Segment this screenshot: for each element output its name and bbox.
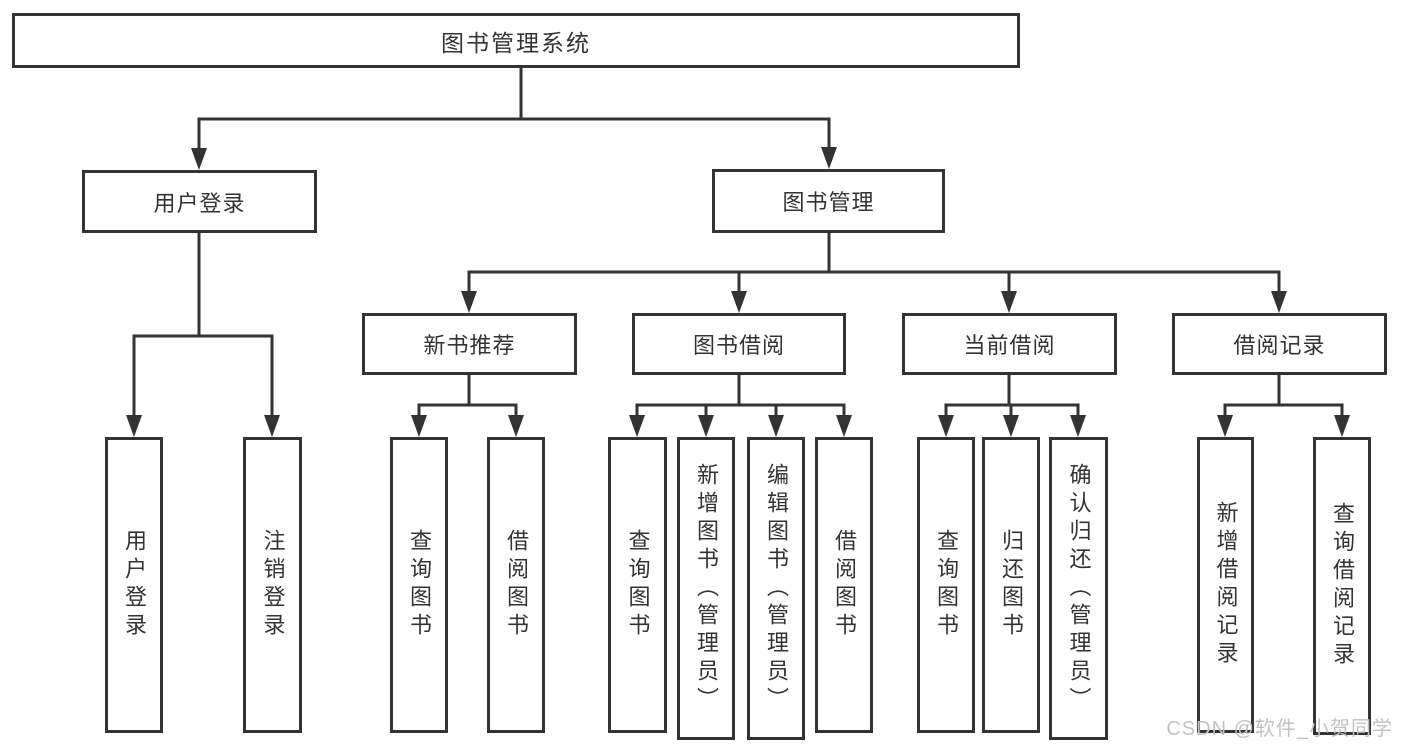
- node-current-borrowing: 当前借阅: [902, 313, 1117, 375]
- node-book-management: 图书管理: [712, 169, 945, 233]
- node-label: 查询图书: [934, 529, 959, 641]
- leaf-confirm-return-admin: 确认归还（管理员）: [1049, 437, 1108, 740]
- node-label: 用户登录: [122, 529, 147, 641]
- node-label: 查询图书: [625, 529, 651, 641]
- node-borrowing-records: 借阅记录: [1172, 313, 1387, 375]
- node-label: 新增借阅记录: [1213, 501, 1239, 669]
- node-label: 借阅图书: [832, 529, 857, 641]
- node-label: 确认归还（管理员）: [1066, 462, 1092, 715]
- leaf-logout: 注销登录: [243, 437, 302, 733]
- node-book-borrowing: 图书借阅: [632, 313, 846, 375]
- node-label: 查询借阅记录: [1330, 502, 1355, 670]
- node-label: 借阅图书: [504, 529, 529, 641]
- leaf-query-books-recommend: 查询图书: [390, 437, 448, 733]
- leaf-borrow-books-recommend: 借阅图书: [487, 437, 545, 733]
- node-label: 注销登录: [260, 529, 286, 641]
- leaf-borrow-books-borrowing: 借阅图书: [815, 437, 873, 733]
- leaf-query-borrow-record: 查询借阅记录: [1313, 437, 1371, 735]
- node-label: 编辑图书（管理员）: [764, 462, 789, 715]
- leaf-add-borrow-record: 新增借阅记录: [1197, 437, 1254, 733]
- node-label: 图书借阅: [692, 333, 785, 358]
- node-label: 用户登录: [153, 190, 246, 216]
- leaf-query-books-current: 查询图书: [917, 437, 975, 733]
- node-label: 新书推荐: [423, 333, 516, 358]
- leaf-add-book-admin: 新增图书（管理员）: [677, 437, 735, 740]
- leaf-user-login: 用户登录: [105, 437, 163, 733]
- node-label: 新增图书（管理员）: [694, 462, 719, 715]
- node-label: 图书管理系统: [441, 29, 591, 56]
- leaf-edit-book-admin: 编辑图书（管理员）: [747, 437, 805, 740]
- node-label: 归还图书: [999, 529, 1024, 641]
- leaf-query-books-borrowing: 查询图书: [608, 437, 667, 733]
- watermark: CSDN @软件_小贺同学: [1166, 718, 1393, 740]
- leaf-return-book: 归还图书: [982, 437, 1040, 733]
- node-new-book-recommendation: 新书推荐: [362, 313, 577, 375]
- node-book-management-system: 图书管理系统: [12, 13, 1020, 68]
- node-user-login: 用户登录: [82, 170, 317, 233]
- node-label: 图书管理: [782, 190, 875, 215]
- node-label: 查询图书: [407, 529, 432, 641]
- node-label: 当前借阅: [963, 333, 1056, 358]
- node-label: 借阅记录: [1233, 333, 1326, 358]
